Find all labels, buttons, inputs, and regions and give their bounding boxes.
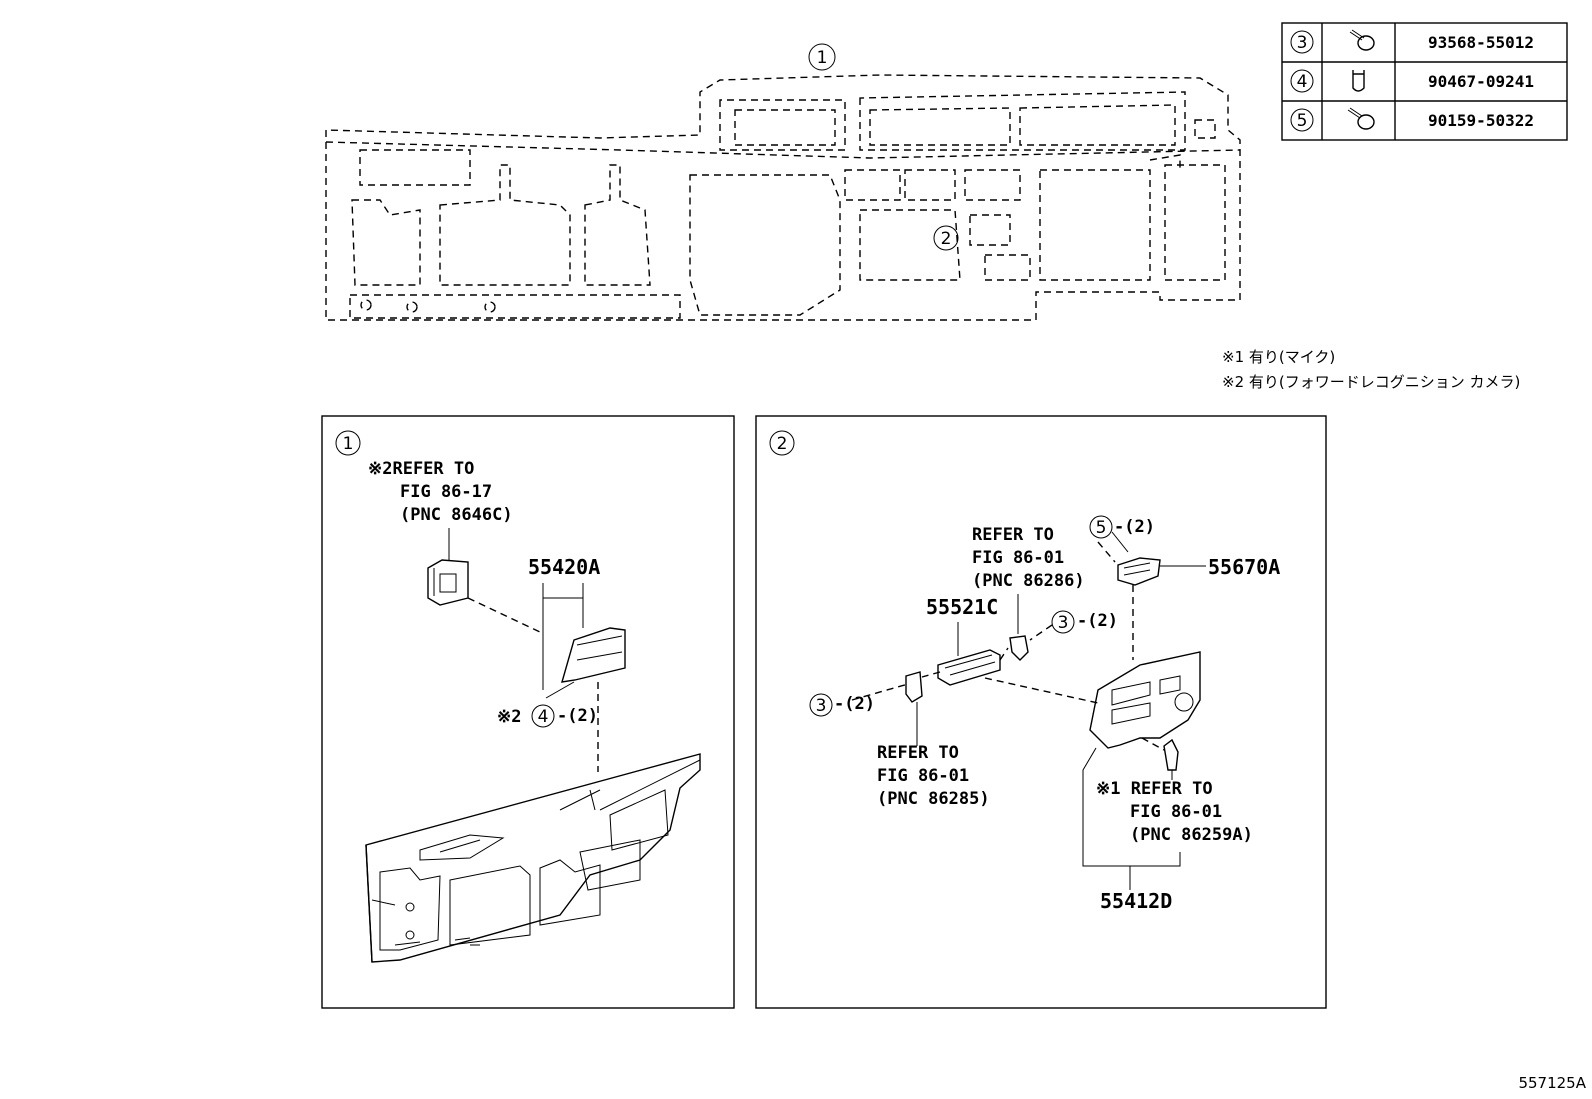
figure-id: 557125A <box>1518 1074 1586 1092</box>
note-1: ※1 有り(マイク) <box>1222 348 1335 366</box>
bracket-right <box>1009 635 1029 661</box>
table-ref-4: 4 <box>1297 72 1308 92</box>
panel-1-id: 1 <box>343 434 354 454</box>
panel2-bolt-ref: 5 <box>1096 518 1107 538</box>
table-partno-1: 93568-55012 <box>1428 33 1534 52</box>
overview-callout-2-label: 2 <box>941 229 952 249</box>
panel2-screw-qty-top: -(2) <box>1077 611 1118 631</box>
panel2-refer-a-line3: (PNC 86286) <box>972 571 1085 591</box>
panel1-refer-line1: ※2REFER TO <box>368 459 474 479</box>
table-row: 5 90159-50322 <box>1290 107 1534 132</box>
panel2-screw-qty-left: -(2) <box>834 694 875 714</box>
detail-panel-2: 2 5 -(2) 55670A REFER TO FIG 86-01 (PNC … <box>755 415 1327 1009</box>
detail-panel-1: 1 ※2REFER TO FIG 86-17 (PNC 8646C) 55420… <box>321 415 735 1009</box>
table-ref-3: 3 <box>1297 33 1308 53</box>
overview-callout-1 <box>808 43 836 71</box>
parts-table: 3 93568-55012 4 90467-09241 5 90159-5032… <box>1281 22 1568 141</box>
bracket-55521c <box>937 649 1001 686</box>
panel1-refer-line2: FIG 86-17 <box>400 482 492 502</box>
table-row: 4 90467-09241 <box>1290 69 1534 93</box>
note-2: ※2 有り(フォワードレコグニション カメラ) <box>1222 373 1520 391</box>
panel2-screw-ref-left: 3 <box>816 696 827 716</box>
dashboard-detail-view <box>365 753 701 963</box>
part-label-55420a: 55420A <box>528 555 600 579</box>
panel2-bolt-qty: -(2) <box>1114 517 1155 537</box>
switch-55670a <box>1117 557 1161 586</box>
panel1-fastener-ref: 4 <box>538 707 549 727</box>
panel2-refer-c-line2: FIG 86-01 <box>1130 802 1222 822</box>
table-row: 3 93568-55012 <box>1290 29 1534 54</box>
part-label-55521c: 55521C <box>926 595 998 619</box>
panel2-refer-a-line2: FIG 86-01 <box>972 548 1064 568</box>
panel2-screw-ref-top: 3 <box>1058 613 1069 633</box>
panel1-fastener-qty: -(2) <box>557 706 598 726</box>
panel2-refer-c-line1: ※1 REFER TO <box>1096 779 1213 799</box>
table-ref-5: 5 <box>1297 111 1308 131</box>
panel2-refer-b-line2: FIG 86-01 <box>877 766 969 786</box>
clip-icon <box>1352 70 1365 92</box>
part-label-55412d: 55412D <box>1100 889 1172 913</box>
table-partno-2: 90467-09241 <box>1428 72 1534 91</box>
lower-panel-55412d <box>1089 651 1201 749</box>
table-partno-3: 90159-50322 <box>1428 111 1534 130</box>
microphone-part <box>1163 738 1179 771</box>
panel2-refer-b-line3: (PNC 86285) <box>877 789 990 809</box>
panel1-refer-line3: (PNC 8646C) <box>400 505 513 525</box>
part-label-55670a: 55670A <box>1208 555 1280 579</box>
overview-callout-1-label: 1 <box>817 48 828 68</box>
screw-icon <box>1349 29 1375 51</box>
dashboard-overview: 1 2 <box>325 43 1241 321</box>
camera-bracket <box>427 559 469 606</box>
panel2-refer-a-line1: REFER TO <box>972 525 1054 545</box>
overview-callout-2 <box>933 225 959 251</box>
panel2-refer-c-line3: (PNC 86259A) <box>1130 825 1253 845</box>
panel1-fastener-note: ※2 <box>497 707 521 727</box>
cover-55420a <box>561 627 626 683</box>
panel2-refer-b-line1: REFER TO <box>877 743 959 763</box>
panel-2-id: 2 <box>777 434 788 454</box>
bracket-left <box>905 671 923 703</box>
bolt-icon <box>1347 107 1375 130</box>
